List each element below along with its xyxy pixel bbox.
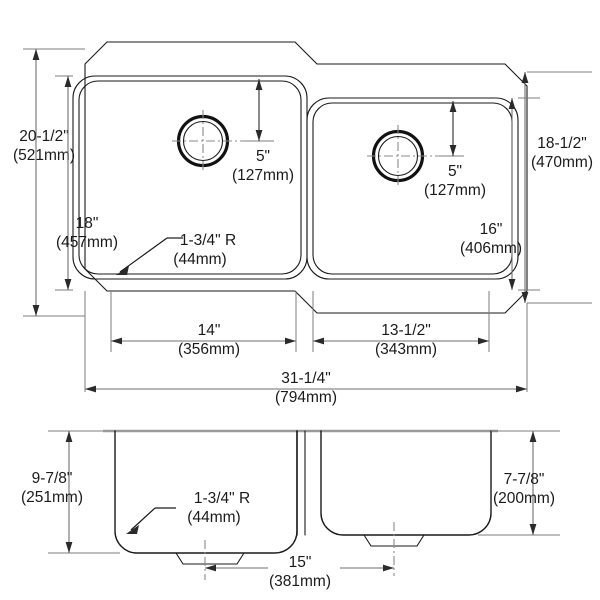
- dim-left-bowl-depth-metric: (457mm): [56, 234, 118, 251]
- callout-corner-radius-front-metric: (44mm): [187, 509, 240, 526]
- dim-overall-width-metric: (794mm): [275, 389, 337, 406]
- dim-right-bowl-width-imperial: 13-1/2": [381, 322, 430, 339]
- right-bowl-basin: [312, 102, 513, 275]
- callout-corner-radius-front-imperial: 1-3/4" R: [194, 490, 250, 507]
- dim-left-bowl-depth: 18" (457mm): [55, 75, 118, 291]
- callout-corner-radius-top: 1-3/4" R (44mm): [116, 232, 236, 275]
- dim-left-bowl-height-metric: (251mm): [21, 489, 83, 506]
- dim-overall-depth-imperial: 20-1/2": [19, 128, 68, 145]
- callout-corner-radius-top-metric: (44mm): [173, 251, 226, 268]
- dim-left-bowl-height-imperial: 9-7/8": [32, 470, 73, 487]
- dim-overall-width: 31-1/4" (794mm): [84, 291, 528, 406]
- left-drain: [172, 110, 244, 172]
- dim-overall-depth-metric: (521mm): [13, 147, 75, 164]
- front-left-bowl-body: [114, 430, 298, 554]
- dim-right-drain-offset: 5" (127mm): [424, 101, 486, 199]
- front-left-drain-sump: [175, 552, 245, 565]
- dim-left-bowl-width-imperial: 14": [198, 322, 221, 339]
- dim-left-drain-offset: 5" (127mm): [232, 79, 294, 184]
- dim-right-overall-depth: 18-1/2" (470mm): [521, 71, 593, 304]
- callout-corner-radius-top-imperial: 1-3/4" R: [180, 232, 236, 249]
- dim-right-bowl-depth-imperial: 16": [480, 221, 503, 238]
- left-bowl-basin: [78, 80, 302, 275]
- front-right-bowl-body: [320, 430, 492, 536]
- dim-drain-spacing: 15" (381mm): [205, 554, 394, 590]
- dim-right-overall-depth-imperial: 18-1/2": [537, 135, 586, 152]
- dim-right-bowl-height: 7-7/8" (200mm): [478, 430, 560, 536]
- dim-left-drain-offset-metric: (127mm): [232, 167, 294, 184]
- dim-left-bowl-height: 9-7/8" (251mm): [21, 430, 120, 554]
- dim-right-bowl-depth: 16" (406mm): [460, 97, 540, 291]
- right-drain: [367, 125, 439, 187]
- dim-right-overall-depth-metric: (470mm): [531, 154, 593, 171]
- dim-right-bowl-depth-metric: (406mm): [460, 240, 522, 257]
- dim-overall-width-imperial: 31-1/4": [281, 370, 330, 387]
- dim-right-drain-offset-metric: (127mm): [424, 182, 486, 199]
- dim-drain-spacing-imperial: 15": [289, 554, 312, 571]
- dim-left-bowl-depth-imperial: 18": [76, 215, 99, 232]
- left-bowl-rim: [72, 75, 308, 280]
- callout-corner-radius-front: 1-3/4" R (44mm): [126, 490, 250, 534]
- dim-overall-depth: 20-1/2" (521mm): [13, 48, 85, 317]
- top-view: 5" (127mm) 5" (127mm) 1-3/4" R (44mm): [13, 41, 593, 406]
- dim-left-bowl-width-metric: (356mm): [178, 341, 240, 358]
- dim-right-bowl-height-imperial: 7-7/8": [504, 471, 545, 488]
- dim-right-drain-offset-imperial: 5": [448, 163, 462, 180]
- front-section-view: 9-7/8" (251mm) 7-7/8" (200mm) 1-3/4" R (…: [21, 429, 560, 590]
- dim-right-bowl-width: 13-1/2" (343mm): [312, 291, 490, 358]
- dim-right-bowl-width-metric: (343mm): [375, 341, 437, 358]
- dim-left-drain-offset-imperial: 5": [256, 148, 270, 165]
- dim-drain-spacing-metric: (381mm): [269, 573, 331, 590]
- dim-right-bowl-height-metric: (200mm): [493, 490, 555, 507]
- dim-left-bowl-width: 14" (356mm): [110, 291, 297, 358]
